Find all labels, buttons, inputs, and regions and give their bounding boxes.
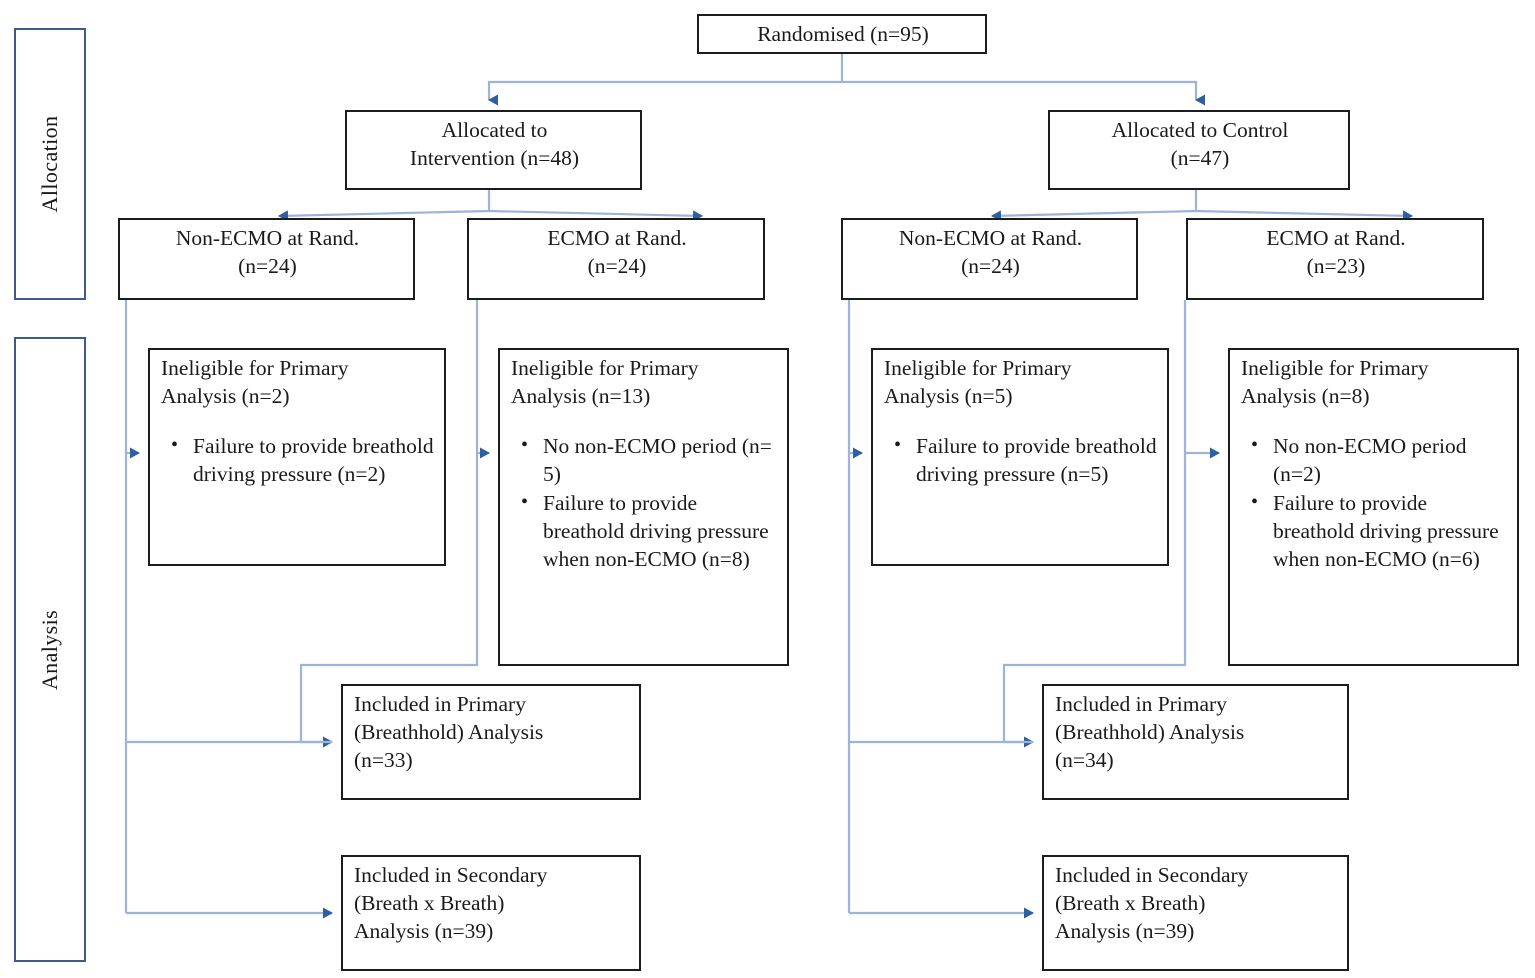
- node-control-ecmo-line-1: ECMO at Rand.: [1266, 226, 1406, 250]
- node-allocated-intervention-line-1: Allocated to: [441, 118, 548, 142]
- wire-control-split-right: [1195, 209, 1413, 222]
- ineligible-heading-line-2: Analysis (n=13): [511, 383, 651, 408]
- ineligible-heading-line-2: Analysis (n=5): [884, 383, 1013, 408]
- node-intervention-primary-analysis[interactable]: Included in Primary (Breathhold) Analysi…: [341, 684, 641, 800]
- node-intervention-non-ecmo[interactable]: Non-ECMO at Rand. (n=24): [118, 218, 415, 300]
- node-intervention-non-ecmo-line-2: (n=24): [238, 253, 297, 278]
- spacer: [511, 411, 778, 433]
- spacer: [161, 411, 435, 433]
- node-allocated-control-line-1: Allocated to Control: [1111, 118, 1289, 142]
- spacer: [1241, 411, 1508, 433]
- primary-analysis-line-3: (n=33): [354, 747, 413, 772]
- secondary-analysis-line-2: (Breath x Breath): [354, 890, 505, 915]
- ineligible-reason-list: No non-ECMO period (n= 5) Failure to pro…: [511, 432, 778, 574]
- secondary-analysis-line-2: (Breath x Breath): [1055, 890, 1206, 915]
- node-allocated-intervention[interactable]: Allocated to Intervention (n=48): [345, 110, 642, 190]
- spacer: [884, 411, 1158, 433]
- wire-randomised-split-right: [842, 80, 1205, 106]
- node-control-primary-analysis[interactable]: Included in Primary (Breathhold) Analysi…: [1042, 684, 1349, 800]
- node-control-ecmo[interactable]: ECMO at Rand. (n=23): [1186, 218, 1484, 300]
- primary-analysis-line-3: (n=34): [1055, 747, 1114, 772]
- ineligible-heading-line-1: Ineligible for Primary: [161, 356, 349, 380]
- primary-analysis-line-2: (Breathhold) Analysis: [354, 719, 544, 744]
- ineligible-reason-list: No non-ECMO period (n=2) Failure to prov…: [1241, 432, 1508, 574]
- node-allocated-control[interactable]: Allocated to Control (n=47): [1048, 110, 1350, 190]
- ineligible-reason-item: Failure to provide breathold driving pre…: [521, 489, 778, 574]
- ineligible-reason-item: Failure to provide breathold driving pre…: [1251, 489, 1508, 574]
- phase-rail-analysis: Analysis: [14, 337, 86, 962]
- node-control-ecmo-ineligible[interactable]: Ineligible for Primary Analysis (n=8) No…: [1228, 348, 1519, 666]
- ineligible-heading-line-2: Analysis (n=2): [161, 383, 290, 408]
- ineligible-heading-line-1: Ineligible for Primary: [511, 356, 699, 380]
- wire-randomised-split: [487, 54, 844, 106]
- secondary-analysis-line-1: Included in Secondary: [1055, 863, 1249, 887]
- node-control-ecmo-line-2: (n=23): [1306, 253, 1366, 278]
- node-control-non-ecmo-line-2: (n=24): [961, 253, 1020, 278]
- node-intervention-secondary-analysis[interactable]: Included in Secondary (Breath x Breath) …: [341, 855, 641, 971]
- ineligible-heading-line-2: Analysis (n=8): [1241, 383, 1370, 408]
- node-control-non-ecmo-ineligible[interactable]: Ineligible for Primary Analysis (n=5) Fa…: [871, 348, 1169, 566]
- wire-intervention-split-left: [278, 190, 491, 222]
- ineligible-heading-line-1: Ineligible for Primary: [1241, 356, 1429, 380]
- primary-analysis-line-1: Included in Primary: [1055, 692, 1227, 716]
- node-intervention-ecmo-line-1: ECMO at Rand.: [547, 226, 687, 250]
- node-randomised-line-1: Randomised (n=95): [757, 22, 929, 46]
- node-allocated-intervention-line-2: Intervention (n=48): [409, 145, 580, 170]
- phase-label-allocation: Allocation: [37, 115, 62, 213]
- node-control-non-ecmo-line-1: Non-ECMO at Rand.: [898, 226, 1083, 250]
- secondary-analysis-line-3: Analysis (n=39): [1055, 918, 1195, 943]
- ineligible-reason-item: Failure to provide breathold driving pre…: [894, 432, 1158, 489]
- node-intervention-ecmo-ineligible[interactable]: Ineligible for Primary Analysis (n=13) N…: [498, 348, 789, 666]
- node-intervention-non-ecmo-line-1: Non-ECMO at Rand.: [175, 226, 360, 250]
- secondary-analysis-line-1: Included in Secondary: [354, 863, 548, 887]
- ineligible-reason-item: No non-ECMO period (n=2): [1251, 432, 1508, 489]
- phase-rail-allocation: Allocation: [14, 28, 86, 300]
- node-control-secondary-analysis[interactable]: Included in Secondary (Breath x Breath) …: [1042, 855, 1349, 971]
- node-control-non-ecmo[interactable]: Non-ECMO at Rand. (n=24): [841, 218, 1138, 300]
- ineligible-reason-list: Failure to provide breathold driving pre…: [884, 432, 1158, 489]
- ineligible-heading-line-1: Ineligible for Primary: [884, 356, 1072, 380]
- wire-control-split-left: [991, 190, 1198, 222]
- primary-analysis-line-2: (Breathhold) Analysis: [1055, 719, 1245, 744]
- secondary-analysis-line-3: Analysis (n=39): [354, 918, 494, 943]
- node-intervention-ecmo[interactable]: ECMO at Rand. (n=24): [467, 218, 765, 300]
- node-intervention-ecmo-line-2: (n=24): [587, 253, 647, 278]
- node-intervention-non-ecmo-ineligible[interactable]: Ineligible for Primary Analysis (n=2) Fa…: [148, 348, 446, 566]
- node-allocated-control-line-2: (n=47): [1170, 145, 1230, 170]
- wire-intervention-split-right: [488, 209, 703, 222]
- ineligible-reason-list: Failure to provide breathold driving pre…: [161, 432, 435, 489]
- ineligible-reason-item: Failure to provide breathold driving pre…: [171, 432, 435, 489]
- primary-analysis-line-1: Included in Primary: [354, 692, 526, 716]
- ineligible-reason-item: No non-ECMO period (n= 5): [521, 432, 778, 489]
- phase-label-analysis: Analysis: [37, 609, 62, 690]
- node-randomised[interactable]: Randomised (n=95): [697, 14, 987, 54]
